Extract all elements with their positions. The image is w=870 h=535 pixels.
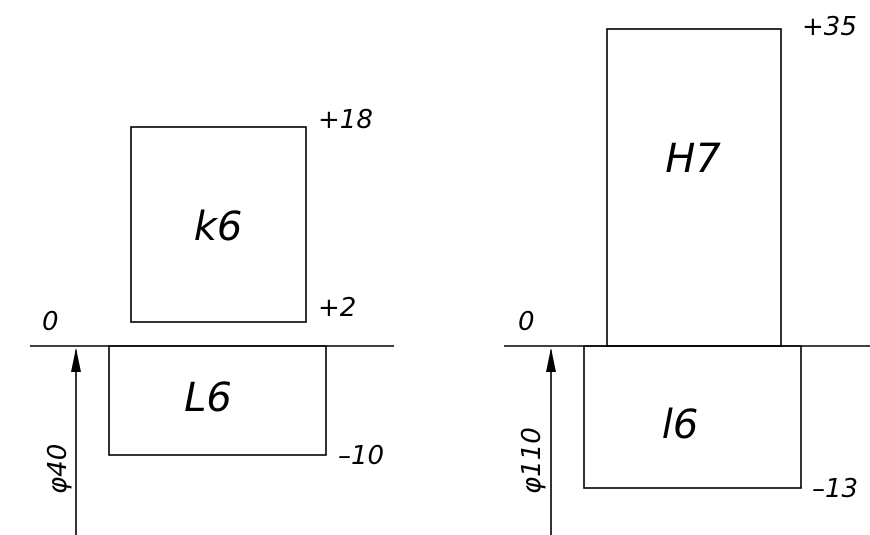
l6-zone-label: l6	[662, 402, 699, 448]
left-zero-label: 0	[42, 307, 59, 337]
k6-lower-deviation: +2	[318, 293, 356, 323]
k6-tolerance-zone	[130, 126, 307, 323]
right-zero-label: 0	[518, 307, 535, 337]
k6-zone-label: k6	[194, 204, 243, 250]
H7-zone-label: H7	[665, 136, 721, 182]
left-diameter-label: φ40	[43, 444, 73, 494]
L6-zone-label: L6	[184, 375, 232, 421]
left-tolerance-diagram: 0 φ40 k6 +18 +2 L6 –10	[30, 105, 394, 535]
H7-tolerance-zone	[606, 28, 782, 347]
k6-upper-deviation: +18	[318, 105, 373, 135]
right-diameter-label: φ110	[517, 427, 547, 494]
H7-upper-deviation: +35	[802, 12, 857, 42]
l6-lower-deviation: –13	[812, 474, 858, 504]
right-diameter-arrowhead	[546, 348, 556, 372]
right-tolerance-diagram: 0 φ110 H7 +35 l6 –13	[504, 12, 870, 535]
l6-tolerance-zone	[583, 345, 802, 489]
L6-lower-deviation: –10	[338, 441, 384, 471]
L6-tolerance-zone	[108, 345, 327, 456]
left-diameter-arrowhead	[71, 348, 81, 372]
